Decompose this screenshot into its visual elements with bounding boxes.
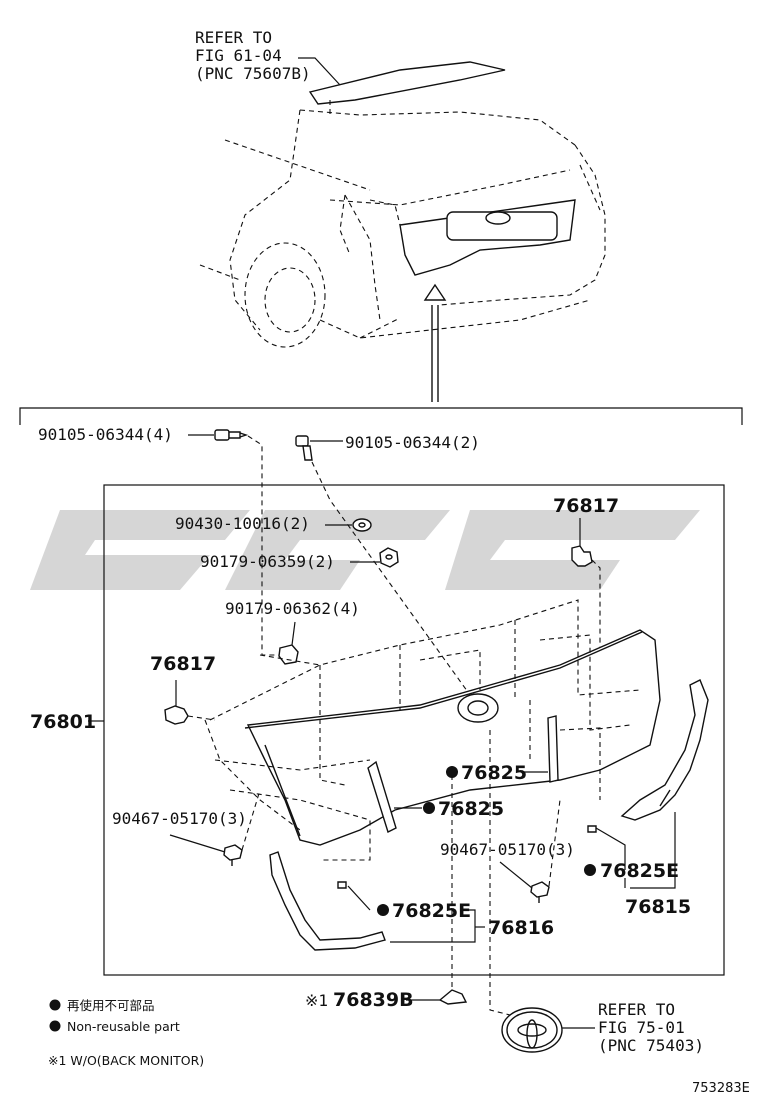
washer-part: [352, 518, 372, 532]
leader-moulding-right: [630, 812, 676, 889]
legend-jp: 再使用不可部品: [67, 998, 155, 1013]
leader-seal-e-left: [347, 885, 371, 911]
dash-bolt-left: [247, 435, 282, 656]
diagram-code: 753283E: [692, 1081, 750, 1096]
assembly-bracket: [19, 407, 743, 425]
label-moulding-right: 76815: [625, 896, 691, 918]
label-bolt-left: 90105-06344(4): [38, 425, 173, 444]
label-clip-left: 76817: [150, 653, 216, 675]
label-nut: 90179-06359(2): [200, 552, 335, 571]
label-seal-e-left: 76825E: [392, 900, 471, 922]
dash-screw-left: [241, 789, 261, 851]
dash-screw-right: [548, 799, 561, 887]
nut-small-part: [278, 644, 299, 665]
non-reusable-dot-seal-lower: [423, 802, 435, 814]
refer-top-line-1: REFER TO: [195, 28, 272, 47]
non-reusable-dot-seal-e-left: [377, 904, 389, 916]
legend-dot-en-icon: [49, 1020, 61, 1032]
leader-screw-right: [499, 861, 533, 889]
refer-bottom-line-1: REFER TO: [598, 1000, 675, 1019]
label-cover: 76839B: [333, 989, 414, 1011]
label-nut-small: 90179-06362(4): [225, 599, 360, 618]
label-washer: 90430-10016(2): [175, 514, 310, 533]
leader-seal-e-right: [595, 827, 626, 870]
nut-part: [379, 547, 399, 568]
refer-bottom-line-2: FIG 75-01: [598, 1018, 685, 1037]
leader-nut-small: [291, 621, 296, 646]
refer-bottom-line-3: (PNC 75403): [598, 1036, 704, 1055]
seal-e-right-part: [587, 825, 597, 833]
label-cover-prefix: ※1: [305, 991, 328, 1010]
label-seal-upper: 76825: [461, 762, 527, 784]
toyota-emblem-icon: [501, 1007, 563, 1053]
leader-moulding-left: [390, 909, 476, 943]
non-reusable-dot-seal-upper: [446, 766, 458, 778]
bolt-right-part: [295, 435, 313, 461]
dash-emblem: [489, 730, 511, 1016]
refer-top-leader: [298, 57, 341, 86]
label-moulding-left: 76816: [488, 917, 554, 939]
non-reusable-dot-seal-e-right: [584, 864, 596, 876]
seal-lower-part: [367, 760, 397, 833]
bolt-left-part: [214, 429, 249, 441]
refer-top-line-2: FIG 61-04: [195, 46, 282, 65]
label-bolt-right: 90105-06344(2): [345, 433, 480, 452]
label-clip-right: 76817: [553, 495, 619, 517]
assembly-frame: [103, 484, 725, 976]
moulding-left-part: [269, 851, 386, 951]
label-screw-left: 90467-05170(3): [112, 809, 247, 828]
label-seal-e-right: 76825E: [600, 860, 679, 882]
legend-en: Non-reusable part: [67, 1019, 180, 1034]
vehicle-rear-illustration: [199, 61, 606, 402]
cover-part: [438, 989, 468, 1005]
leader-screw-left: [169, 834, 226, 853]
refer-top-line-3: (PNC 75607B): [195, 64, 311, 83]
watermark-logo: [30, 510, 700, 590]
screw-right-part: [530, 881, 550, 903]
legend-note: ※1 W/O(BACK MONITOR): [48, 1053, 204, 1068]
back-door-garnish: [204, 599, 661, 861]
moulding-right-part: [620, 679, 709, 821]
label-garnish: 76801: [30, 711, 96, 733]
seal-e-left-part: [337, 881, 347, 889]
legend-dot-jp-icon: [49, 999, 61, 1011]
dash-bolt-right: [311, 461, 471, 696]
clip-right-part: [571, 545, 593, 567]
seal-upper-part: [547, 715, 559, 783]
clip-left-part: [164, 705, 189, 725]
screw-left-part: [223, 844, 243, 866]
label-screw-right: 90467-05170(3): [440, 840, 575, 859]
label-seal-lower: 76825: [438, 798, 504, 820]
